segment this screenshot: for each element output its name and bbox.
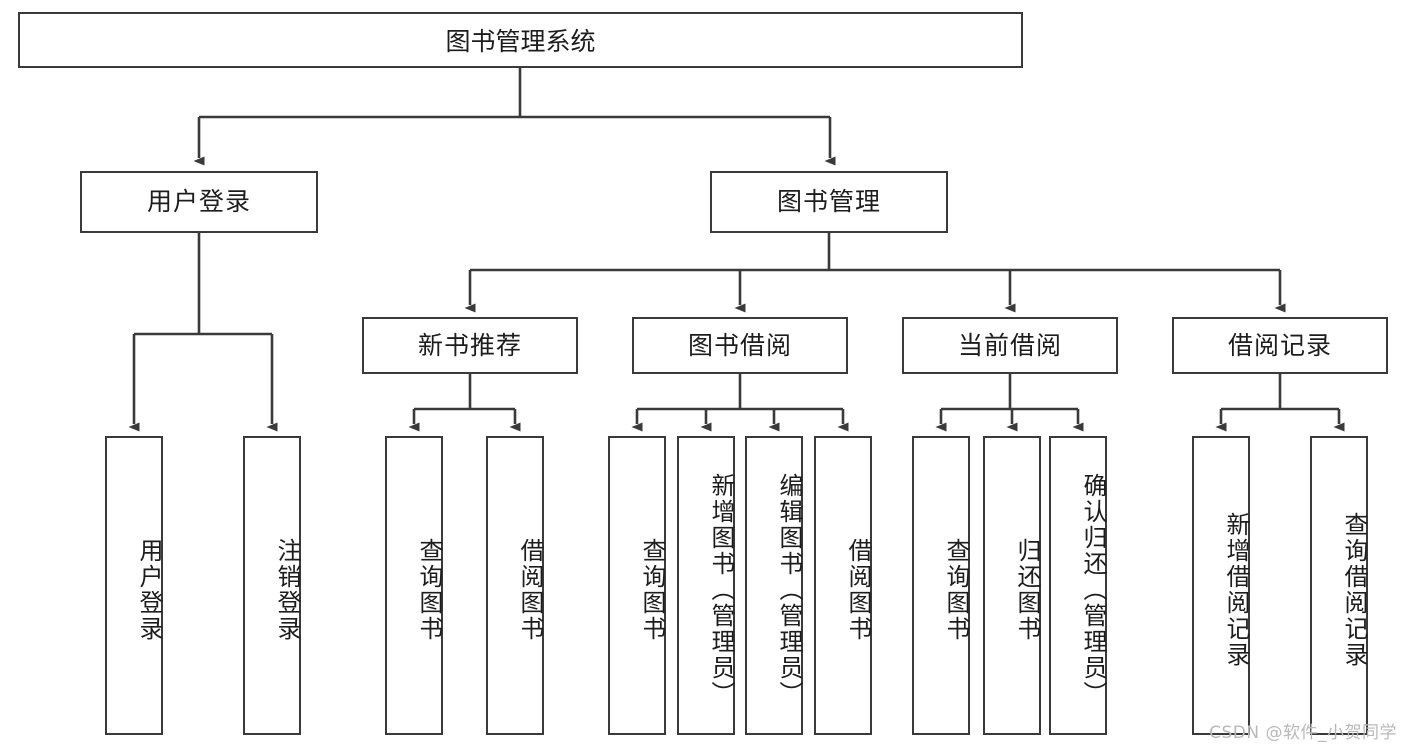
leaf-query-borrow-record[interactable]: 查询借阅记录 [1310,436,1368,735]
node-root-label: 图书管理系统 [445,27,596,56]
node-new-book-recommend[interactable]: 新书推荐 [362,317,578,374]
leaf-confirm-return-admin-label: 确认归还（管理员） [1079,472,1107,707]
leaf-return-book-label: 归还图书 [1013,537,1041,642]
leaf-user-login-label: 用户登录 [135,537,163,642]
leaf-query-book-2-label: 查询图书 [638,537,666,642]
node-book-manage[interactable]: 图书管理 [710,171,948,233]
leaf-query-borrow-record-label: 查询借阅记录 [1340,511,1368,668]
node-book-borrow-label: 图书借阅 [687,330,792,360]
leaf-return-book[interactable]: 归还图书 [983,436,1041,735]
leaf-borrow-book-2[interactable]: 借阅图书 [814,436,872,735]
node-user-login[interactable]: 用户登录 [80,171,318,233]
leaf-query-book-1-label: 查询图书 [415,537,443,642]
leaf-edit-book-admin-label: 编辑图书（管理员） [775,472,803,707]
node-book-manage-label: 图书管理 [776,187,881,217]
node-borrow-record[interactable]: 借阅记录 [1172,317,1388,374]
leaf-edit-book-admin[interactable]: 编辑图书（管理员） [745,436,803,735]
node-current-borrow[interactable]: 当前借阅 [902,317,1118,374]
leaf-confirm-return-admin[interactable]: 确认归还（管理员） [1049,436,1107,735]
leaf-user-login[interactable]: 用户登录 [105,436,163,735]
leaf-query-book-1[interactable]: 查询图书 [385,436,443,735]
node-borrow-record-label: 借阅记录 [1227,330,1332,360]
leaf-borrow-book-2-label: 借阅图书 [844,537,872,642]
node-root[interactable]: 图书管理系统 [18,12,1023,68]
leaf-add-book-admin[interactable]: 新增图书（管理员） [677,436,735,735]
leaf-logout-login-label: 注销登录 [273,537,301,642]
leaf-query-book-2[interactable]: 查询图书 [608,436,666,735]
leaf-add-borrow-record-label: 新增借阅记录 [1222,511,1250,668]
node-current-borrow-label: 当前借阅 [957,330,1062,360]
leaf-logout-login[interactable]: 注销登录 [243,436,301,735]
leaf-add-book-admin-label: 新增图书（管理员） [707,472,735,707]
leaf-borrow-book-1-label: 借阅图书 [516,537,544,642]
leaf-borrow-book-1[interactable]: 借阅图书 [486,436,544,735]
leaf-add-borrow-record[interactable]: 新增借阅记录 [1192,436,1250,735]
node-new-book-recommend-label: 新书推荐 [417,330,522,360]
node-book-borrow[interactable]: 图书借阅 [632,317,848,374]
node-user-login-label: 用户登录 [146,187,251,217]
watermark: CSDN @软件_小贺同学 [1209,723,1397,743]
leaf-query-book-3[interactable]: 查询图书 [912,436,970,735]
leaf-query-book-3-label: 查询图书 [942,537,970,642]
